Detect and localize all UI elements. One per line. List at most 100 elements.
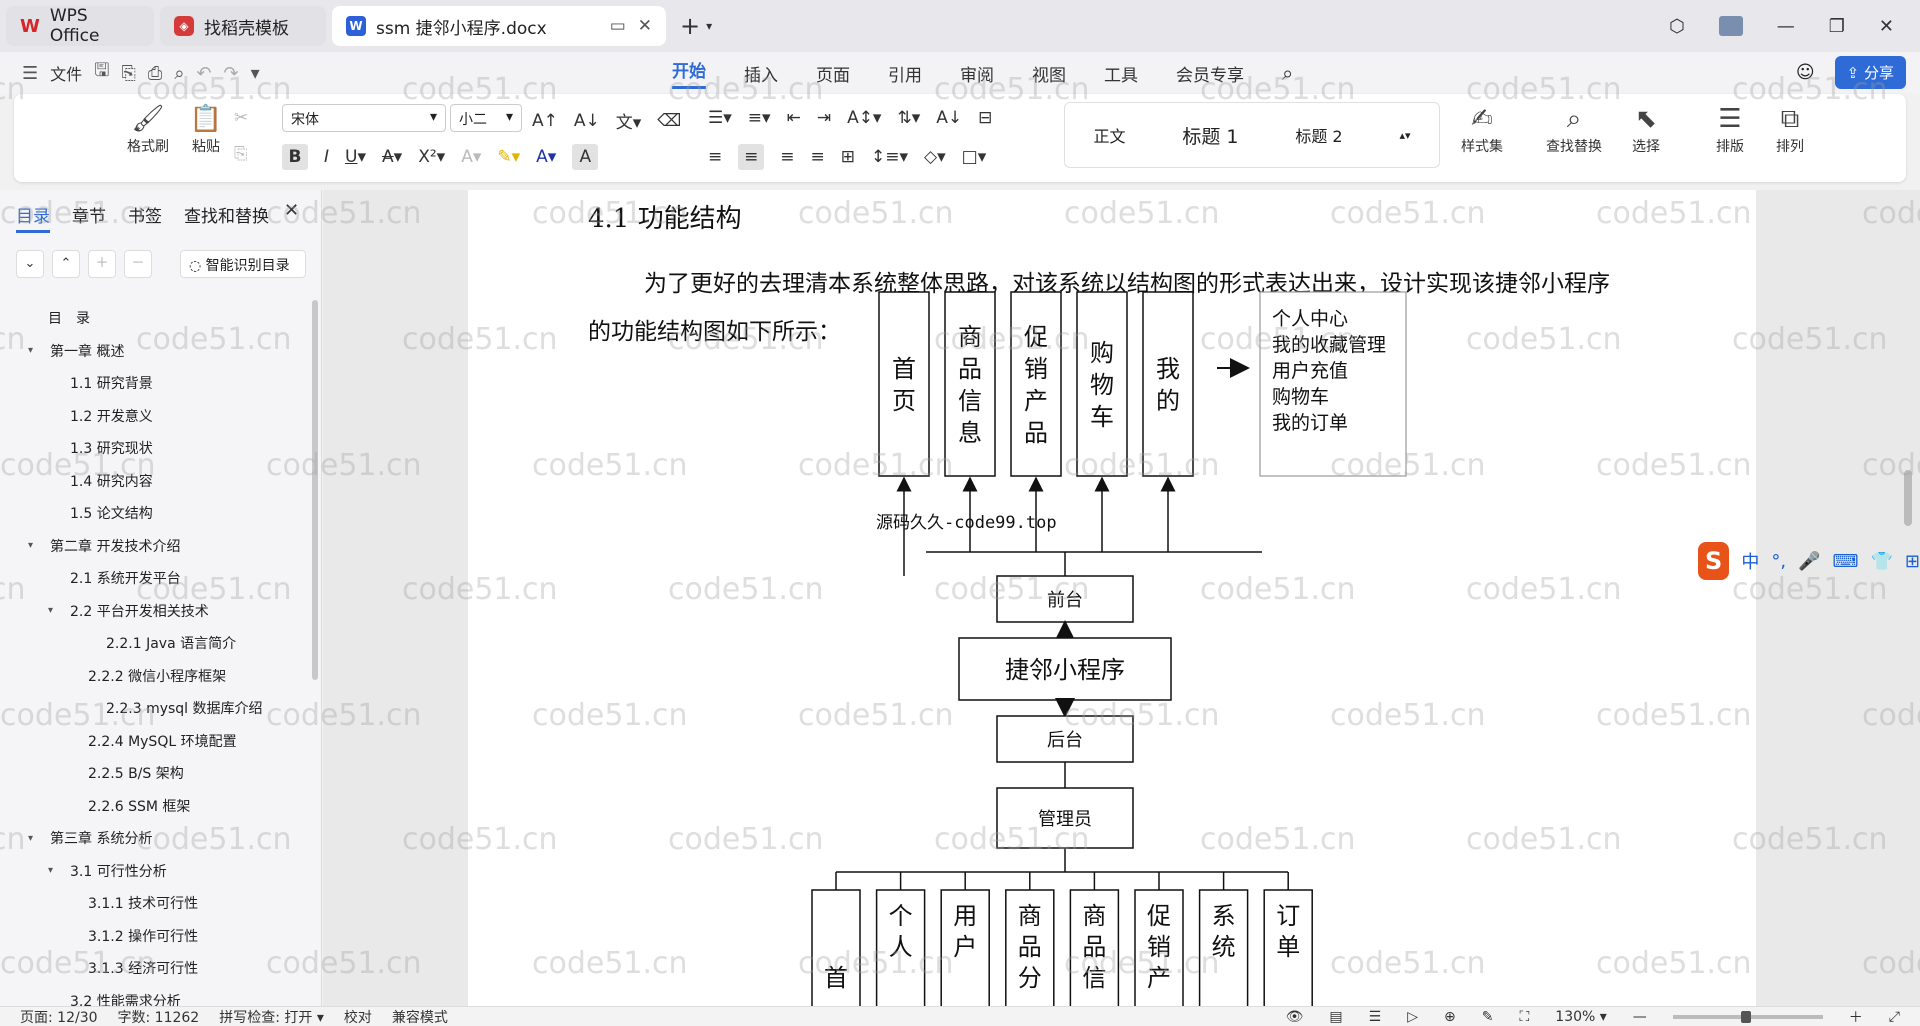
save-icon[interactable]: 🖫 — [94, 60, 110, 81]
text-direction-icon[interactable]: A↕▾ — [847, 108, 882, 128]
sogou-logo-icon[interactable]: S — [1698, 542, 1730, 580]
page-view-icon[interactable]: ▤ — [1329, 1009, 1343, 1025]
toc-arrow-icon[interactable]: ▾ — [28, 540, 34, 552]
bold-icon[interactable]: B — [282, 144, 308, 170]
align-center-icon[interactable]: ≡ — [738, 144, 765, 170]
toc-arrow-icon[interactable]: ▾ — [28, 345, 34, 357]
cube-icon[interactable]: ⬡ — [1669, 15, 1685, 37]
undo-icon[interactable]: ↶ — [196, 62, 212, 84]
show-marks-icon[interactable]: ⊟ — [978, 108, 993, 128]
microphone-icon[interactable]: 🎤 — [1798, 550, 1821, 572]
nav-tab-toc[interactable]: 目录 — [16, 202, 50, 233]
toolbox-icon[interactable]: ⊞ — [1904, 550, 1920, 572]
text-effect-icon[interactable]: A▾ — [461, 147, 482, 167]
tab-tools[interactable]: 工具 — [1104, 65, 1138, 86]
zoom-slider[interactable] — [1672, 1011, 1823, 1023]
close-tab-icon[interactable]: ✕ — [637, 16, 652, 36]
nav-tab-chapters[interactable]: 章节 — [72, 207, 106, 227]
style-set-button[interactable]: ✍ 样式集 — [1450, 104, 1514, 156]
tab-page[interactable]: 页面 — [816, 65, 850, 86]
zoom-slider-knob[interactable] — [1740, 1011, 1751, 1023]
pen-icon[interactable]: ✎ — [1481, 1009, 1494, 1025]
zoom-out-icon[interactable]: — — [1632, 1009, 1647, 1025]
toc-arrow-icon[interactable]: ▾ — [48, 865, 54, 877]
italic-icon[interactable]: I — [324, 147, 330, 167]
collapse-up-icon[interactable]: ⌃ — [52, 250, 80, 278]
search-icon[interactable]: ⌕ — [1282, 61, 1294, 85]
minimize-icon[interactable]: — — [1776, 15, 1795, 37]
arrange-button[interactable]: ⧉ 排列 — [1762, 104, 1818, 156]
play-icon[interactable]: ▷ — [1407, 1009, 1418, 1025]
nav-scrollbar[interactable] — [312, 300, 318, 680]
toc-arrow-icon[interactable]: ▾ — [28, 832, 34, 844]
style-normal[interactable]: 正文 — [1093, 127, 1126, 146]
tab-member[interactable]: 会员专享 — [1176, 65, 1244, 86]
keyboard-icon[interactable]: ⌨ — [1832, 550, 1859, 572]
skin-icon[interactable]: 👕 — [1870, 550, 1893, 572]
zoom-level[interactable]: 130% ▾ — [1555, 1009, 1607, 1025]
tab-document[interactable]: W ssm 捷邻小程序.docx ▭ ✕ — [332, 6, 666, 46]
underline-icon[interactable]: U▾ — [345, 147, 367, 167]
proofread[interactable]: 校对 — [343, 1009, 372, 1026]
copy-icon[interactable]: ⎘ — [234, 144, 248, 164]
toc-item[interactable]: 3.1.1 技术可行性 — [0, 887, 312, 920]
toc-title[interactable]: 目 录 — [48, 311, 90, 328]
font-color-icon[interactable]: A▾ — [536, 147, 557, 167]
chat-icon[interactable]: ☺ — [1795, 62, 1815, 83]
toc-item[interactable]: 2.2.3 mysql 数据库介绍 — [0, 692, 312, 725]
close-nav-icon[interactable]: ✕ — [284, 200, 300, 221]
toc-item[interactable]: 1.4 研究内容 — [0, 465, 312, 498]
shading-icon[interactable]: ◇▾ — [924, 147, 946, 167]
align-left-icon[interactable]: ≡ — [708, 147, 723, 167]
tab-reference[interactable]: 引用 — [888, 65, 922, 86]
doc-scrollbar[interactable] — [1904, 470, 1912, 526]
ime-chinese-mode[interactable]: 中 — [1741, 552, 1760, 573]
toc-item[interactable]: 1.5 论文结构 — [0, 497, 312, 530]
align-right-icon[interactable]: ≡ — [780, 147, 795, 167]
grow-font-icon[interactable]: A↑ — [532, 110, 558, 131]
sort-icon[interactable]: ⇅▾ — [897, 108, 921, 128]
ime-punctuation-icon[interactable]: °, — [1771, 550, 1787, 572]
toc-item[interactable]: 2.2.5 B/S 架构 — [0, 757, 312, 790]
toc-item[interactable]: ▾第二章 开发技术介绍 — [0, 530, 312, 563]
distribute-icon[interactable]: ⊞ — [840, 147, 855, 167]
nav-tab-bookmarks[interactable]: 书签 — [128, 207, 162, 227]
toc-item[interactable]: 1.3 研究现状 — [0, 432, 312, 465]
smart-toc-button[interactable]: ◌ 智能识别目录 — [180, 250, 306, 278]
tab-review[interactable]: 审阅 — [960, 65, 994, 86]
paste-button[interactable]: 📋 粘贴 — [178, 104, 234, 156]
word-count[interactable]: 字数: 11262 — [117, 1009, 200, 1026]
zoom-in-icon[interactable]: ＋ — [1848, 1010, 1863, 1026]
toc-item[interactable]: 2.2.2 微信小程序框架 — [0, 660, 312, 693]
toc-item[interactable]: ▾第三章 系统分析 — [0, 822, 312, 855]
hamburger-icon[interactable]: ☰ — [22, 62, 39, 84]
tab-home[interactable]: 开始 — [672, 57, 706, 89]
decrease-indent-icon[interactable]: ⇤ — [786, 108, 801, 128]
print-preview-icon[interactable]: ⌕ — [174, 62, 185, 84]
shrink-font-icon[interactable]: A↓ — [573, 110, 600, 131]
phonetic-icon[interactable]: 文▾ — [615, 113, 642, 133]
style-heading-2[interactable]: 标题 2 — [1295, 127, 1343, 146]
border-icon[interactable]: □▾ — [961, 147, 987, 167]
format-painter-button[interactable]: 🖌 格式刷 — [120, 104, 176, 156]
eye-icon[interactable]: 👁 — [1285, 1009, 1304, 1025]
add-level-icon[interactable]: ＋ — [88, 250, 116, 278]
line-spacing-icon[interactable]: ↕≡▾ — [871, 147, 909, 167]
toc-item[interactable]: ▾3.1 可行性分析 — [0, 855, 312, 888]
restore-icon[interactable]: ❐ — [1828, 15, 1845, 37]
toc-arrow-icon[interactable]: ▾ — [48, 605, 54, 617]
highlight-icon[interactable]: ✎▾ — [497, 147, 521, 167]
char-shading-icon[interactable]: A — [572, 144, 599, 170]
close-window-icon[interactable]: ✕ — [1878, 15, 1894, 37]
style-heading-1[interactable]: 标题 1 — [1182, 125, 1239, 148]
page-count[interactable]: 页面: 12/30 — [20, 1009, 98, 1026]
strikethrough-icon[interactable]: A▾ — [382, 147, 403, 167]
superscript-icon[interactable]: X²▾ — [418, 147, 446, 167]
increase-indent-icon[interactable]: ⇥ — [816, 108, 832, 128]
toc-item[interactable]: 2.2.4 MySQL 环境配置 — [0, 725, 312, 758]
window-mode-icon[interactable]: ▭ — [609, 16, 626, 36]
redo-icon[interactable]: ↷ — [223, 62, 239, 84]
bullet-list-icon[interactable]: ☰▾ — [708, 108, 732, 128]
layout-button[interactable]: ☰ 排版 — [1702, 104, 1758, 156]
find-replace-button[interactable]: ⌕ 查找替换 — [1536, 104, 1612, 156]
